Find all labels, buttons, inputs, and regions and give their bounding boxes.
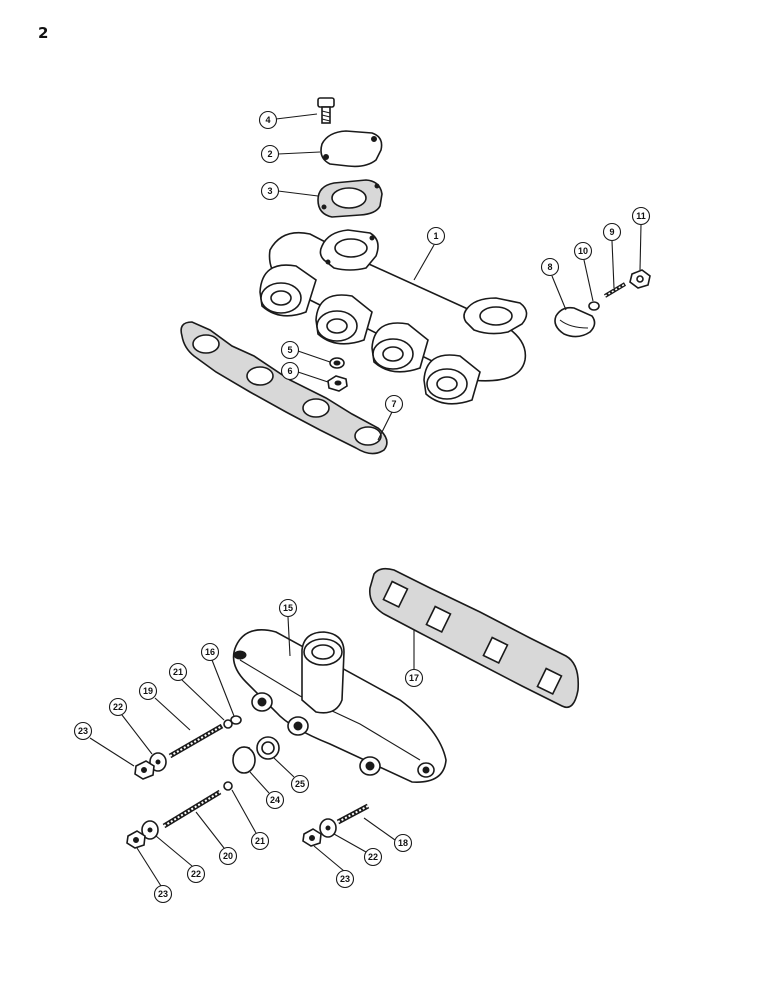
svg-text:23: 23 <box>340 874 350 884</box>
callout-8: 8 <box>540 257 567 311</box>
callout-6: 6 <box>280 361 329 383</box>
plug-part-24 <box>232 746 256 774</box>
svg-text:22: 22 <box>368 852 378 862</box>
callout-10: 10 <box>573 241 594 302</box>
svg-text:5: 5 <box>287 345 292 355</box>
nut-part-11 <box>629 269 651 289</box>
svg-text:2: 2 <box>267 149 272 159</box>
washer-part-22-lower-left <box>141 820 159 840</box>
stud-part-18 <box>336 803 370 825</box>
svg-text:4: 4 <box>265 115 270 125</box>
callout-7: 7 <box>377 394 404 441</box>
nut-part-6 <box>327 375 348 392</box>
washer-part-22-lower-right <box>319 818 337 838</box>
svg-text:7: 7 <box>391 399 396 409</box>
svg-text:3: 3 <box>267 186 272 196</box>
svg-text:21: 21 <box>173 667 183 677</box>
callout-25: 25 <box>273 757 310 794</box>
svg-text:19: 19 <box>143 686 153 696</box>
svg-text:17: 17 <box>409 673 419 683</box>
exhaust-manifold-part-1 <box>259 229 528 405</box>
lower-manifold-assembly <box>126 567 580 849</box>
callout-15: 15 <box>278 598 298 657</box>
callout-1: 1 <box>413 226 446 281</box>
callout-5: 5 <box>280 340 331 363</box>
nut-part-23-upper <box>134 760 155 780</box>
svg-text:24: 24 <box>270 795 280 805</box>
page-number: 2 <box>38 24 49 42</box>
bolt-part-4 <box>317 97 335 124</box>
block-plate-part-8 <box>554 306 596 338</box>
stud-part-9 <box>603 282 627 298</box>
callout-24: 24 <box>249 771 285 810</box>
svg-text:22: 22 <box>191 869 201 879</box>
manifold-gasket-part-17 <box>368 567 580 709</box>
svg-text:10: 10 <box>578 246 588 256</box>
gasket-part-3 <box>317 179 383 218</box>
svg-text:20: 20 <box>223 851 233 861</box>
svg-text:18: 18 <box>398 838 408 848</box>
callout-19: 19 <box>138 681 191 731</box>
svg-text:1: 1 <box>433 231 438 241</box>
svg-text:22: 22 <box>113 702 123 712</box>
stud-part-20 <box>162 789 222 829</box>
callout-22-upper: 22 <box>108 697 153 755</box>
svg-text:25: 25 <box>295 779 305 789</box>
upper-manifold-assembly <box>180 97 651 455</box>
svg-text:8: 8 <box>547 262 552 272</box>
callout-9: 9 <box>602 222 622 289</box>
callout-18: 18 <box>363 817 413 853</box>
callout-20: 20 <box>195 811 238 866</box>
callout-23-upper: 23 <box>73 721 135 767</box>
callout-17: 17 <box>404 630 424 688</box>
callout-16: 16 <box>200 642 235 717</box>
svg-text:15: 15 <box>283 603 293 613</box>
callout-22-lower-right: 22 <box>333 833 383 867</box>
stud-part-19 <box>168 723 224 759</box>
washer-part-10 <box>588 301 600 311</box>
washer-part-21-lower <box>223 781 233 791</box>
svg-text:23: 23 <box>78 726 88 736</box>
intake-manifold-part-15 <box>232 629 447 783</box>
callouts: 4 2 3 1 8 10 9 <box>73 110 651 904</box>
svg-text:21: 21 <box>255 836 265 846</box>
ring-part-25 <box>256 736 280 760</box>
svg-text:11: 11 <box>636 211 646 221</box>
callout-21-upper: 21 <box>168 662 225 721</box>
lock-washer-part-5 <box>329 357 345 369</box>
callout-2: 2 <box>260 144 321 164</box>
cover-plate-part-2 <box>320 130 383 168</box>
callout-3: 3 <box>260 181 319 201</box>
washer-part-16 <box>230 715 242 725</box>
callout-4: 4 <box>258 110 318 130</box>
nut-part-23-lower-left <box>126 830 146 849</box>
callout-21-lower: 21 <box>231 789 270 851</box>
svg-text:6: 6 <box>287 366 292 376</box>
washer-part-21-upper <box>223 719 233 729</box>
callout-11: 11 <box>631 206 651 271</box>
svg-text:23: 23 <box>158 889 168 899</box>
callout-22-lower-left: 22 <box>155 835 206 884</box>
nut-part-23-lower-right <box>302 828 322 847</box>
svg-text:9: 9 <box>609 227 614 237</box>
manifold-gasket-part-7 <box>180 321 388 455</box>
callout-23-lower-right: 23 <box>313 845 355 889</box>
callout-23-lower-left: 23 <box>136 847 173 904</box>
svg-text:16: 16 <box>205 647 215 657</box>
